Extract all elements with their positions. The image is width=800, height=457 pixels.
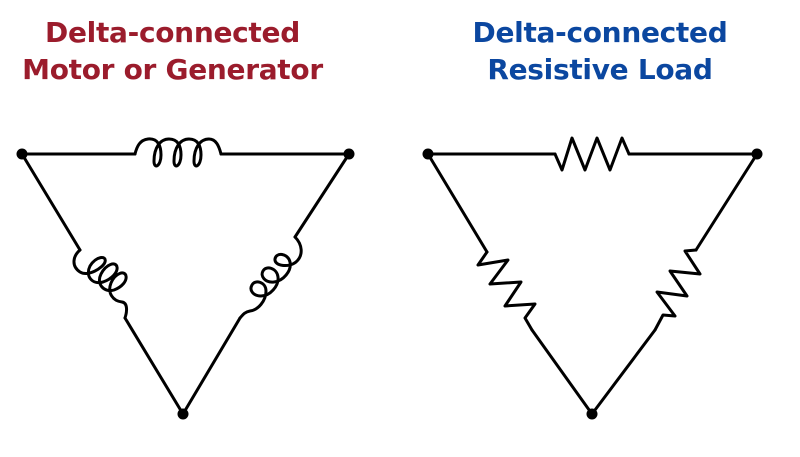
motor-node-bottom (177, 408, 189, 420)
motor-node-top-left (16, 148, 28, 160)
load-node-top-left (422, 148, 434, 160)
load-left-wire-bottom (530, 328, 594, 416)
motor-left-wire-top (20, 152, 82, 252)
resistive-load-title-line1: Delta-connected (472, 16, 728, 49)
motor-left-coil (72, 248, 129, 320)
motor-node-top-right (343, 148, 355, 160)
motor-right-wire-bottom (181, 316, 242, 416)
motor-generator-title-line2: Motor or Generator (22, 53, 323, 86)
motor-delta-diagram (16, 137, 355, 420)
motor-top-coil (133, 137, 223, 168)
load-node-top-right (751, 148, 763, 160)
load-top-resistor (553, 136, 631, 172)
motor-right-coil (238, 235, 303, 320)
load-left-wire-top (426, 152, 489, 254)
resistive-load-title: Delta-connected Resistive Load (415, 14, 785, 88)
load-right-wire-bottom (590, 328, 657, 416)
resistive-delta-diagram (422, 136, 763, 420)
load-node-bottom (586, 408, 598, 420)
motor-right-wire-top (293, 152, 351, 239)
motor-generator-title: Delta-connected Motor or Generator (0, 14, 345, 88)
resistive-load-title-line2: Resistive Load (487, 53, 713, 86)
motor-generator-title-line1: Delta-connected (45, 16, 300, 49)
load-right-resistor (653, 248, 702, 332)
motor-left-wire-bottom (123, 316, 185, 416)
load-right-wire-top (694, 152, 759, 252)
load-left-resistor (476, 250, 537, 332)
